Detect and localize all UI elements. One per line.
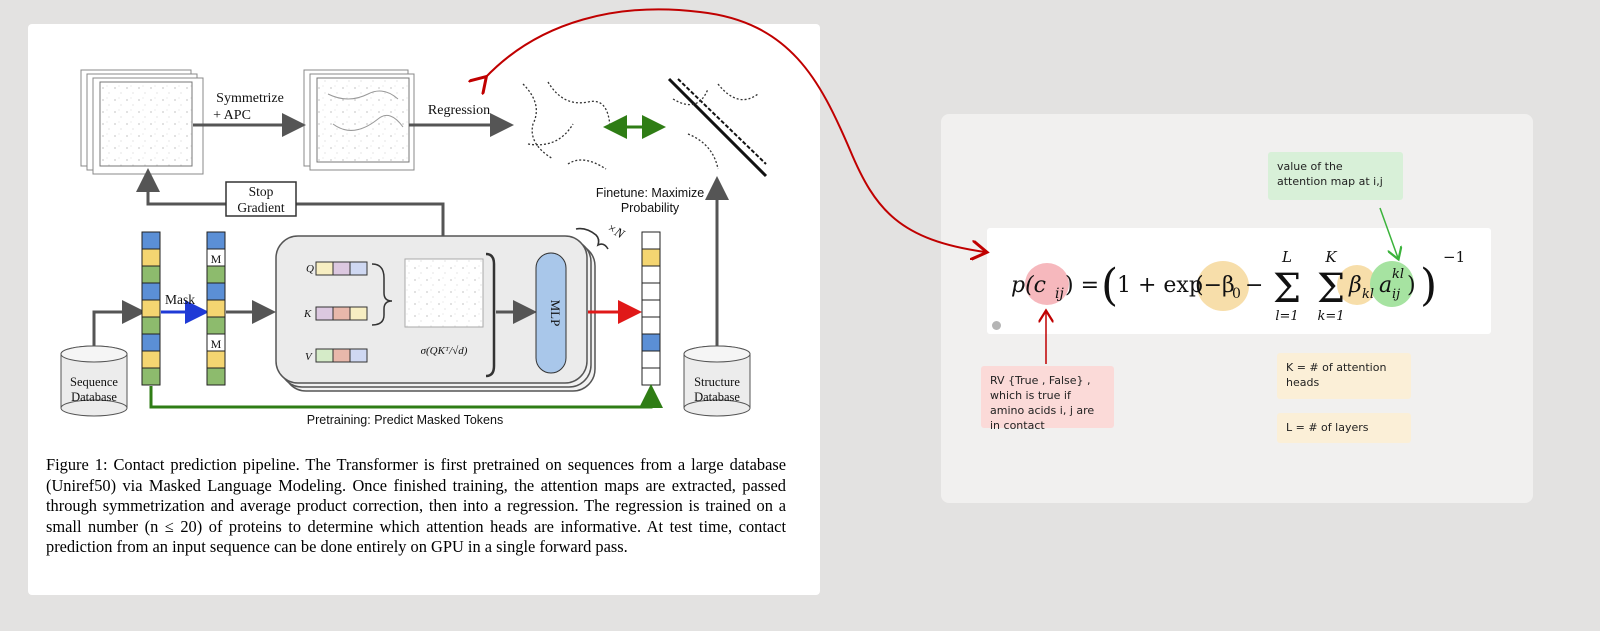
symmetrize-label: Symmetrize (216, 91, 284, 106)
svg-text:Σ: Σ (1273, 266, 1301, 312)
masked-token-column: M M (206, 231, 226, 386)
apc-label: + APC (213, 108, 251, 123)
svg-text:β: β (1348, 273, 1362, 298)
svg-text:): ) (1407, 273, 1416, 298)
svg-text:(: ( (1101, 260, 1118, 311)
svg-text:) =: ) = (1065, 273, 1099, 298)
figure-caption: Figure 1: Contact prediction pipeline. T… (46, 455, 786, 556)
q-label: Q (306, 263, 314, 275)
symmetrized-attention-maps (303, 69, 415, 171)
sum-lower-k: k=1 (1317, 309, 1344, 324)
gradient-label: Gradient (237, 200, 284, 215)
struct-db-label-2: Database (694, 390, 740, 404)
softmax-label: σ(QKᵀ/√d) (421, 345, 468, 357)
equation: p(c ij ) = ( 1 + exp (−β 0 − L Σ l=1 K Σ… (1011, 248, 1465, 324)
seq-db-label: Sequence (70, 375, 118, 389)
svg-text:kl: kl (1362, 287, 1374, 302)
exponent: −1 (1443, 248, 1465, 266)
note-contact-rv[interactable]: RV {True , False} , which is true if ami… (981, 366, 1114, 432)
stop-label: Stop (249, 184, 274, 199)
regression-label: Regression (428, 103, 490, 118)
mask-token: M (211, 337, 222, 351)
pretraining-label: Pretraining: Predict Masked Tokens (307, 413, 503, 427)
akl-highlight (1370, 261, 1414, 307)
xn-label: ×N (605, 220, 629, 242)
v-label: V (305, 351, 313, 363)
svg-text:0: 0 (1232, 286, 1241, 302)
struct-db-label: Structure (694, 375, 740, 389)
betakl-highlight (1337, 265, 1377, 305)
output-token-column (641, 231, 661, 386)
svg-text:(−β: (−β (1195, 273, 1235, 298)
svg-text:ij: ij (1392, 287, 1400, 302)
k-label: K (303, 308, 312, 320)
equation-box: p(c ij ) = ( 1 + exp (−β 0 − L Σ l=1 K Σ… (987, 228, 1491, 334)
mask-label: Mask (165, 292, 195, 307)
finetune-label: Finetune: Maximize (596, 186, 704, 200)
mask-token: M (211, 252, 222, 266)
note-l-layers[interactable]: L = # of layers (1277, 413, 1411, 443)
note-attention-value[interactable]: value of the attention map at i,j (1268, 152, 1403, 200)
beta0-highlight (1197, 261, 1249, 311)
transformer-block: Q K V σ(QKᵀ/√d) MLP (275, 235, 596, 392)
svg-text:p(c: p(c (1011, 273, 1046, 298)
raw-attention-maps (80, 69, 204, 175)
cij-highlight (1025, 263, 1069, 305)
input-token-column (141, 231, 161, 386)
svg-text:−: − (1245, 273, 1263, 298)
svg-text:a: a (1379, 273, 1392, 298)
probability-label: Probability (621, 201, 680, 215)
sum-lower-l: l=1 (1275, 309, 1298, 324)
structure-database: Structure Database (683, 345, 751, 417)
svg-text:ij: ij (1055, 286, 1064, 302)
sum-upper-k: K (1324, 248, 1337, 266)
predicted-contact-map (513, 76, 613, 176)
svg-text:Σ: Σ (1317, 266, 1345, 312)
svg-text:kl: kl (1392, 267, 1404, 282)
pipeline-diagram: Symmetrize + APC Regression Stop Gradien… (60, 69, 768, 427)
sequence-database: Sequence Database (60, 345, 128, 417)
equation-handle[interactable] (992, 321, 1001, 330)
mlp-label: MLP (548, 300, 563, 327)
svg-text:): ) (1420, 260, 1437, 311)
seq-db-label-2: Database (71, 390, 117, 404)
true-contact-map (666, 76, 768, 178)
note-k-heads[interactable]: K = # of attention heads (1277, 353, 1411, 399)
sum-upper-l: L (1281, 248, 1292, 266)
svg-text:1 + exp: 1 + exp (1117, 273, 1203, 298)
